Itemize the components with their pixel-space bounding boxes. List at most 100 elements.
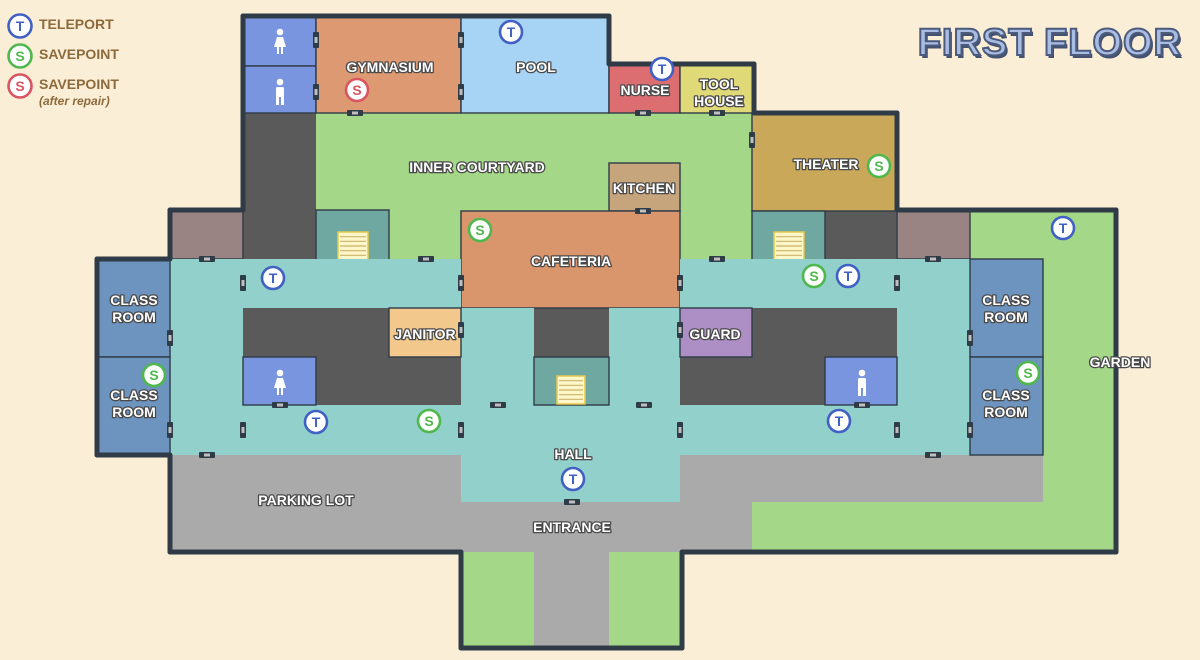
savepoint-repair-icon: S [7,73,33,99]
nurse-label: NURSE [620,82,669,98]
hallway-center-right [609,308,680,405]
building-outline-stroke [94,13,1119,651]
classroom-left-bottom-label-line2: ROOM [112,404,156,420]
pool-label: POOL [516,59,556,75]
savepoint-icon-classroom-right-letter: S [1023,365,1032,381]
savepoint-icon-classroom-right [1015,360,1041,386]
legend-savepoint-letter: S [15,48,24,64]
storage-room-left [169,209,244,260]
door-30-gap [495,403,501,407]
parking-strip-right [752,455,1043,502]
teleport-icon-upper-left-letter: T [269,270,278,286]
teleport-icon-upper-left [260,265,286,291]
storage-room-right [896,209,971,260]
guard-room [679,307,753,358]
teleport-icon-lower-left [303,409,329,435]
door-8-gap [750,137,754,143]
savepoint-icon-lower-left [416,408,442,434]
teleport-icon-upper-right-letter: T [844,268,853,284]
door-10-gap [204,257,210,261]
female-restroom-icon [274,28,286,54]
classroom-right-top [969,258,1044,358]
front-lawn-left [461,552,534,648]
classroom-left-top-label-line2: ROOM [112,309,156,325]
guard-label: GUARD [689,326,740,342]
parking-lot-label: PARKING LOT [258,492,354,508]
tool-house-label-line2: HOUSE [694,93,744,109]
door-28-gap [277,403,283,407]
door-31-gap [641,403,647,407]
door-34-gap [569,500,575,504]
door-17-gap [895,280,899,286]
hallway-right-vertical [897,259,970,455]
teleport-icon-lower-right [826,408,852,434]
male-restroom-icon [276,78,284,105]
teleport-icon-lower-left-letter: T [312,414,321,430]
savepoint-icon-theater-letter: S [874,158,883,174]
entrance-label: ENTRANCE [533,519,611,535]
teleport-icon-pool [498,19,524,45]
classroom-right-bottom-label-line1: CLASS [982,387,1029,403]
hall-label: HALL [554,446,592,462]
door-27-gap [678,427,682,433]
door-9-gap [640,209,646,213]
door-3-gap [459,37,463,43]
door-15-gap [459,280,463,286]
hallway-upper-right [680,259,897,308]
door-1-gap [314,37,318,43]
door-29-gap [859,403,865,407]
savepoint-icon-upper-right-letter: S [809,268,818,284]
door-4-gap [459,89,463,95]
classroom-left-top [96,258,171,358]
tool-house-room [679,63,755,114]
savepoint-icon-theater [866,153,892,179]
front-lawn-right [609,552,682,648]
door-7-gap [714,111,720,115]
legend-teleport-label: TELEPORT [39,16,114,32]
savepoint-icon-upper-right [801,263,827,289]
legend-savepoint-label: SAVEPOINT [39,46,119,62]
cafeteria-label: CAFETERIA [531,253,611,269]
door-13-gap [930,257,936,261]
teleport-icon-garden [1050,215,1076,241]
door-32-gap [204,453,210,457]
hallway-lower-right [680,405,897,455]
door-21-gap [968,335,972,341]
pool-room [460,15,610,114]
classroom-right-top-label-line1: CLASS [982,292,1029,308]
janitor-label: JANITOR [394,326,455,342]
door-14-gap [241,280,245,286]
teleport-icon-hall [560,466,586,492]
theater-label: THEATER [793,156,858,172]
hallway-left-vertical [170,259,243,455]
entrance-walkway [534,552,609,648]
door-5-gap [352,111,358,115]
teleport-icon-pool-letter: T [507,24,516,40]
door-16-gap [678,280,682,286]
door-26-gap [459,427,463,433]
legend-teleport-letter: T [16,18,25,34]
kitchen-room [608,162,681,212]
savepoint-icon-classroom-left-letter: S [149,367,158,383]
teleport-icon: T [7,13,33,39]
door-11-gap [423,257,429,261]
hallway-center-left [461,308,534,405]
classroom-right-top-label-line2: ROOM [984,309,1028,325]
gymnasium-label: GYMNASIUM [346,59,433,75]
door-2-gap [314,89,318,95]
cafeteria-room [460,210,681,309]
door-33-gap [930,453,936,457]
teleport-icon-garden-letter: T [1059,220,1068,236]
savepoint-icon-cafeteria [467,217,493,243]
classroom-left-bottom-label-line1: CLASS [110,387,157,403]
teleport-icon-upper-right [835,263,861,289]
teleport-icon-lower-right-letter: T [835,413,844,429]
teleport-icon-nurse-letter: T [658,61,667,77]
kitchen-label: KITCHEN [613,180,675,196]
legend-savepoint-repair-letter: S [15,78,24,94]
classroom-left-top-label-line1: CLASS [110,292,157,308]
classroom-right-bottom-label-line2: ROOM [984,404,1028,420]
janitor-room [388,307,462,358]
